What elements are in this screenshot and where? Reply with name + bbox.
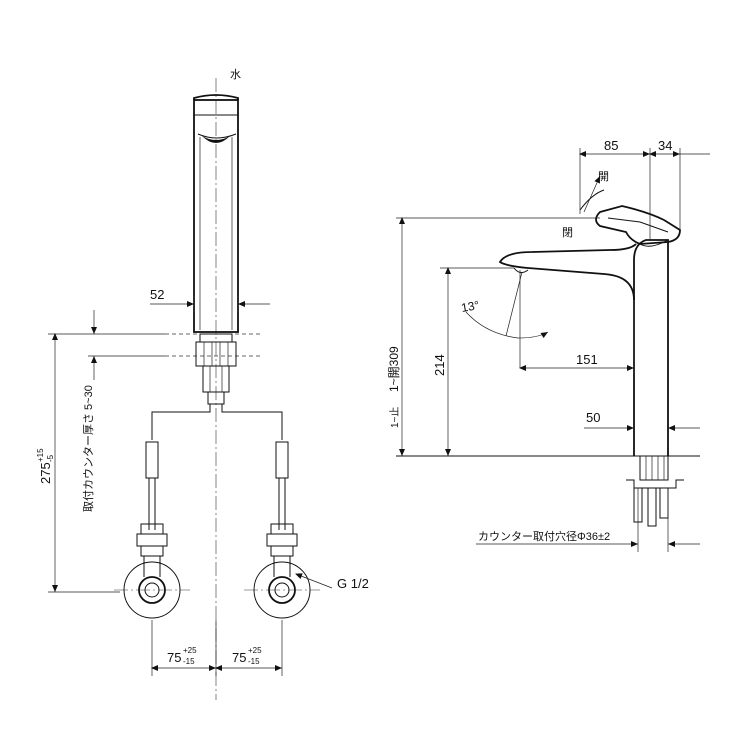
dim-counter-hole: カウンター取付穴径Φ36±2: [476, 488, 700, 552]
stop-valve-right: [244, 556, 320, 619]
svg-text:52: 52: [150, 287, 164, 302]
dim-counter-thickness: 取付カウンター厚さ 5~30: [82, 310, 165, 512]
svg-text:85: 85: [604, 138, 618, 153]
svg-text:+15: +15: [36, 448, 45, 462]
lever-label-open: 開: [598, 170, 609, 183]
dim-max-height: 1~開309 1~止: [387, 217, 600, 456]
stop-label: 1~止: [389, 407, 401, 428]
faucet-body-front: [193, 94, 239, 333]
supply-hoses-front: [136, 404, 298, 557]
dim-spout-height: 214: [432, 267, 514, 456]
side-view: 開 閉 85 34 1: [387, 138, 710, 552]
mounting-nut-front: [195, 333, 237, 405]
thread-size-label: G 1/2: [337, 576, 369, 591]
dim-spout-reach: 151: [519, 300, 635, 374]
dim-lever-rear: 34: [658, 138, 672, 153]
dim-left-offset: 75 +25 -15: [167, 646, 197, 666]
svg-text:-15: -15: [248, 657, 260, 666]
dim-supply-length: 275 +15 -5: [36, 333, 120, 593]
dim-valve-offsets: 75 +25 -15 75 +25 -15: [151, 620, 283, 676]
svg-text:-5: -5: [46, 454, 55, 462]
dim-spout-angle: 13°: [460, 270, 549, 368]
svg-text:13°: 13°: [460, 298, 480, 315]
svg-text:214: 214: [432, 354, 447, 376]
svg-text:-15: -15: [183, 657, 195, 666]
svg-text:+25: +25: [183, 646, 197, 655]
svg-text:取付カウンター厚さ 5~30: 取付カウンター厚さ 5~30: [82, 385, 95, 512]
svg-text:75: 75: [167, 650, 181, 665]
svg-text:75: 75: [232, 650, 246, 665]
faucet-body-side: [498, 189, 681, 456]
lever-label-close: 閉: [562, 226, 573, 239]
stop-valve-left: [114, 556, 190, 619]
dim-body-width: 50: [584, 410, 700, 431]
front-view: 水: [36, 68, 369, 700]
svg-text:50: 50: [586, 410, 600, 425]
dim-spout-width: 52: [150, 287, 270, 312]
svg-text:151: 151: [576, 352, 598, 367]
svg-text:275: 275: [38, 462, 53, 484]
dim-right-offset: 75 +25 -15: [232, 646, 262, 666]
svg-text:+25: +25: [248, 646, 262, 655]
dim-lever-reach: 85 34: [579, 138, 710, 240]
mounting-shank-side: [626, 455, 684, 527]
svg-text:1~開309: 1~開309: [387, 346, 401, 392]
front-top-label: 水: [230, 68, 241, 81]
svg-text:カウンター取付穴径Φ36±2: カウンター取付穴径Φ36±2: [478, 529, 610, 543]
